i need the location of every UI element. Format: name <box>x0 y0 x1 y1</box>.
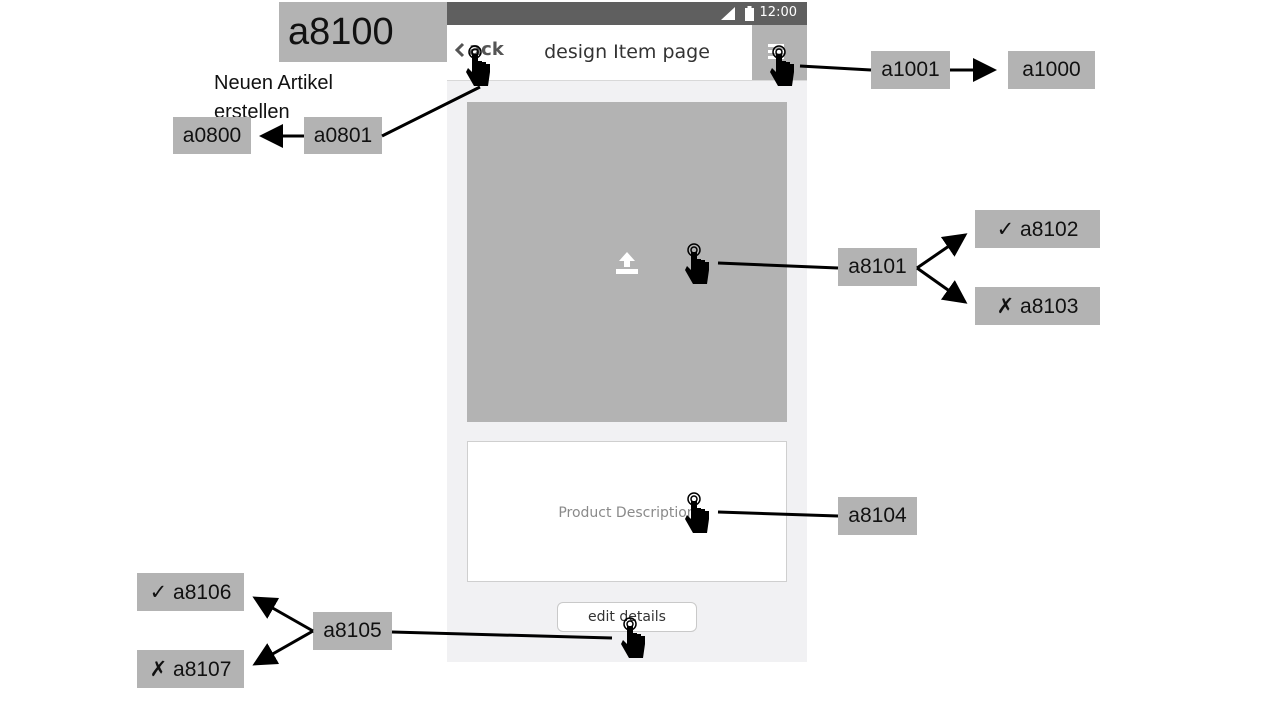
label-a8107: ✗ a8107 <box>137 650 244 688</box>
page-title: design Item page <box>544 41 710 63</box>
arrow-a8105-a8107 <box>252 629 314 666</box>
status-time: 12:00 <box>759 5 797 20</box>
label-a0800: a0800 <box>173 117 251 154</box>
connector-edit-a8105 <box>391 630 613 640</box>
app-bar: ack design Item page <box>447 25 807 81</box>
screen-id-label: a8100 <box>279 2 447 62</box>
upload-icon <box>616 252 638 274</box>
chevron-left-icon <box>455 42 465 57</box>
label-a8102: ✓ a8102 <box>975 210 1100 248</box>
phone-mockup: 12:00 ack design Item page Product Descr… <box>447 2 807 662</box>
tap-hand-icon <box>685 492 709 533</box>
status-bar: 12:00 <box>447 2 807 25</box>
label-a8104: a8104 <box>838 497 917 535</box>
arrow-a8105-a8106 <box>252 596 314 633</box>
connector-desc-a8104 <box>717 510 839 518</box>
connector-back-a0801 <box>381 85 481 138</box>
label-a1000: a1000 <box>1008 51 1095 89</box>
label-a0801: a0801 <box>304 117 382 154</box>
label-a1001: a1001 <box>871 51 950 89</box>
connector-menu-a1001 <box>799 64 872 72</box>
label-a8105: a8105 <box>313 612 392 650</box>
note-text: Neuen Artikel erstellen <box>214 72 333 119</box>
label-a8101: a8101 <box>838 248 917 286</box>
arrow-a8101-a8102 <box>916 233 968 270</box>
label-a8106: ✓ a8106 <box>137 573 244 611</box>
tap-hand-icon <box>466 45 490 86</box>
signal-icon <box>721 7 735 20</box>
arrow-a8101-a8103 <box>916 266 968 304</box>
image-upload-area[interactable] <box>467 102 787 422</box>
label-a8103: ✗ a8103 <box>975 287 1100 325</box>
tap-hand-icon <box>770 45 794 86</box>
tap-hand-icon <box>685 243 709 284</box>
battery-icon <box>745 6 754 21</box>
tap-hand-icon <box>621 617 645 658</box>
connector-upload-a8101 <box>717 261 839 270</box>
description-placeholder: Product Description <box>558 505 696 521</box>
